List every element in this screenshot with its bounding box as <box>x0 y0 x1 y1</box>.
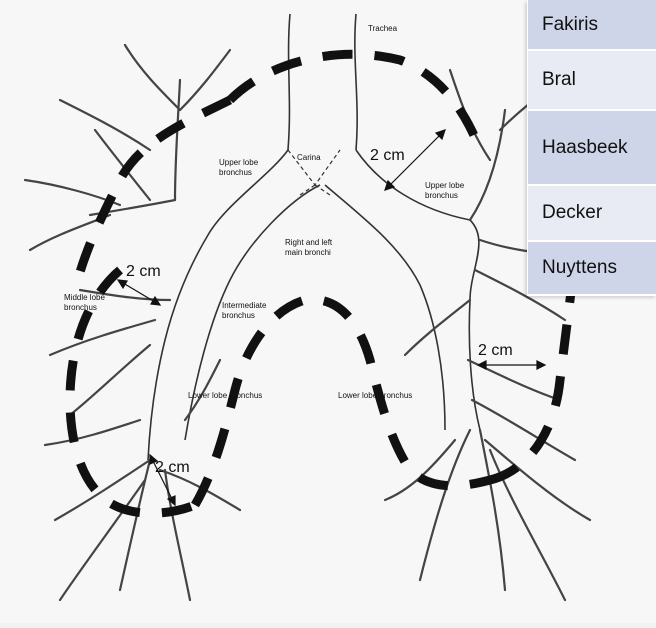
distance-label-middle-left: 2 cm <box>126 263 161 280</box>
measurement-arrows <box>118 130 545 505</box>
table-cell-name: Nuyttens <box>542 257 617 279</box>
label-main-bronchi: Right and left main bronchi <box>285 238 334 257</box>
label-lower-lobe-right: Lower lobe bronchus <box>188 391 262 400</box>
label-upper-lobe-left: Upper lobe bronchus <box>425 181 466 200</box>
label-upper-lobe-left-line2: bronchus <box>425 191 458 200</box>
table-row: Bral <box>528 51 656 111</box>
right-lung-branches <box>25 45 240 600</box>
label-upper-lobe-left-line1: Upper lobe <box>425 181 465 190</box>
table-cell-name: Haasbeek <box>542 137 628 159</box>
table-cell-name: Bral <box>542 69 576 91</box>
label-main-bronchi-line1: Right and left <box>285 238 333 247</box>
label-middle-lobe: Middle lobe bronchus <box>64 293 107 312</box>
table-row: Fakiris <box>528 0 656 51</box>
distance-label-bottom-left: 2 cm <box>155 459 190 476</box>
contour-upper-left <box>75 100 230 290</box>
table-row: Nuyttens <box>528 242 656 296</box>
table-cell-name: Fakiris <box>542 14 598 36</box>
label-trachea: Trachea <box>368 24 398 33</box>
label-main-bronchi-line2: main bronchi <box>285 248 331 257</box>
anatomy-labels: Trachea Carina Upper lobe bronchus Upper… <box>64 24 466 400</box>
distance-label-top-right: 2 cm <box>370 147 405 164</box>
contour-inner <box>195 299 490 505</box>
table-cell-name: Decker <box>542 202 602 224</box>
author-name-table: Fakiris Bral Haasbeek Decker Nuyttens <box>527 0 656 296</box>
distance-label-lower-right: 2 cm <box>478 342 513 359</box>
label-upper-lobe-right-line2: bronchus <box>219 168 252 177</box>
label-middle-lobe-line1: Middle lobe <box>64 293 105 302</box>
label-upper-lobe-right-line1: Upper lobe <box>219 158 259 167</box>
label-upper-lobe-right: Upper lobe bronchus <box>219 158 260 177</box>
label-middle-lobe-line2: bronchus <box>64 303 97 312</box>
label-lower-lobe-left: Lower lobe bronchus <box>338 391 412 400</box>
label-intermediate-line1: Intermediate <box>222 301 267 310</box>
table-row: Decker <box>528 186 656 242</box>
table-row: Haasbeek <box>528 111 656 186</box>
label-intermediate: Intermediate bronchus <box>222 301 269 320</box>
label-intermediate-line2: bronchus <box>222 311 255 320</box>
label-carina: Carina <box>297 153 321 162</box>
